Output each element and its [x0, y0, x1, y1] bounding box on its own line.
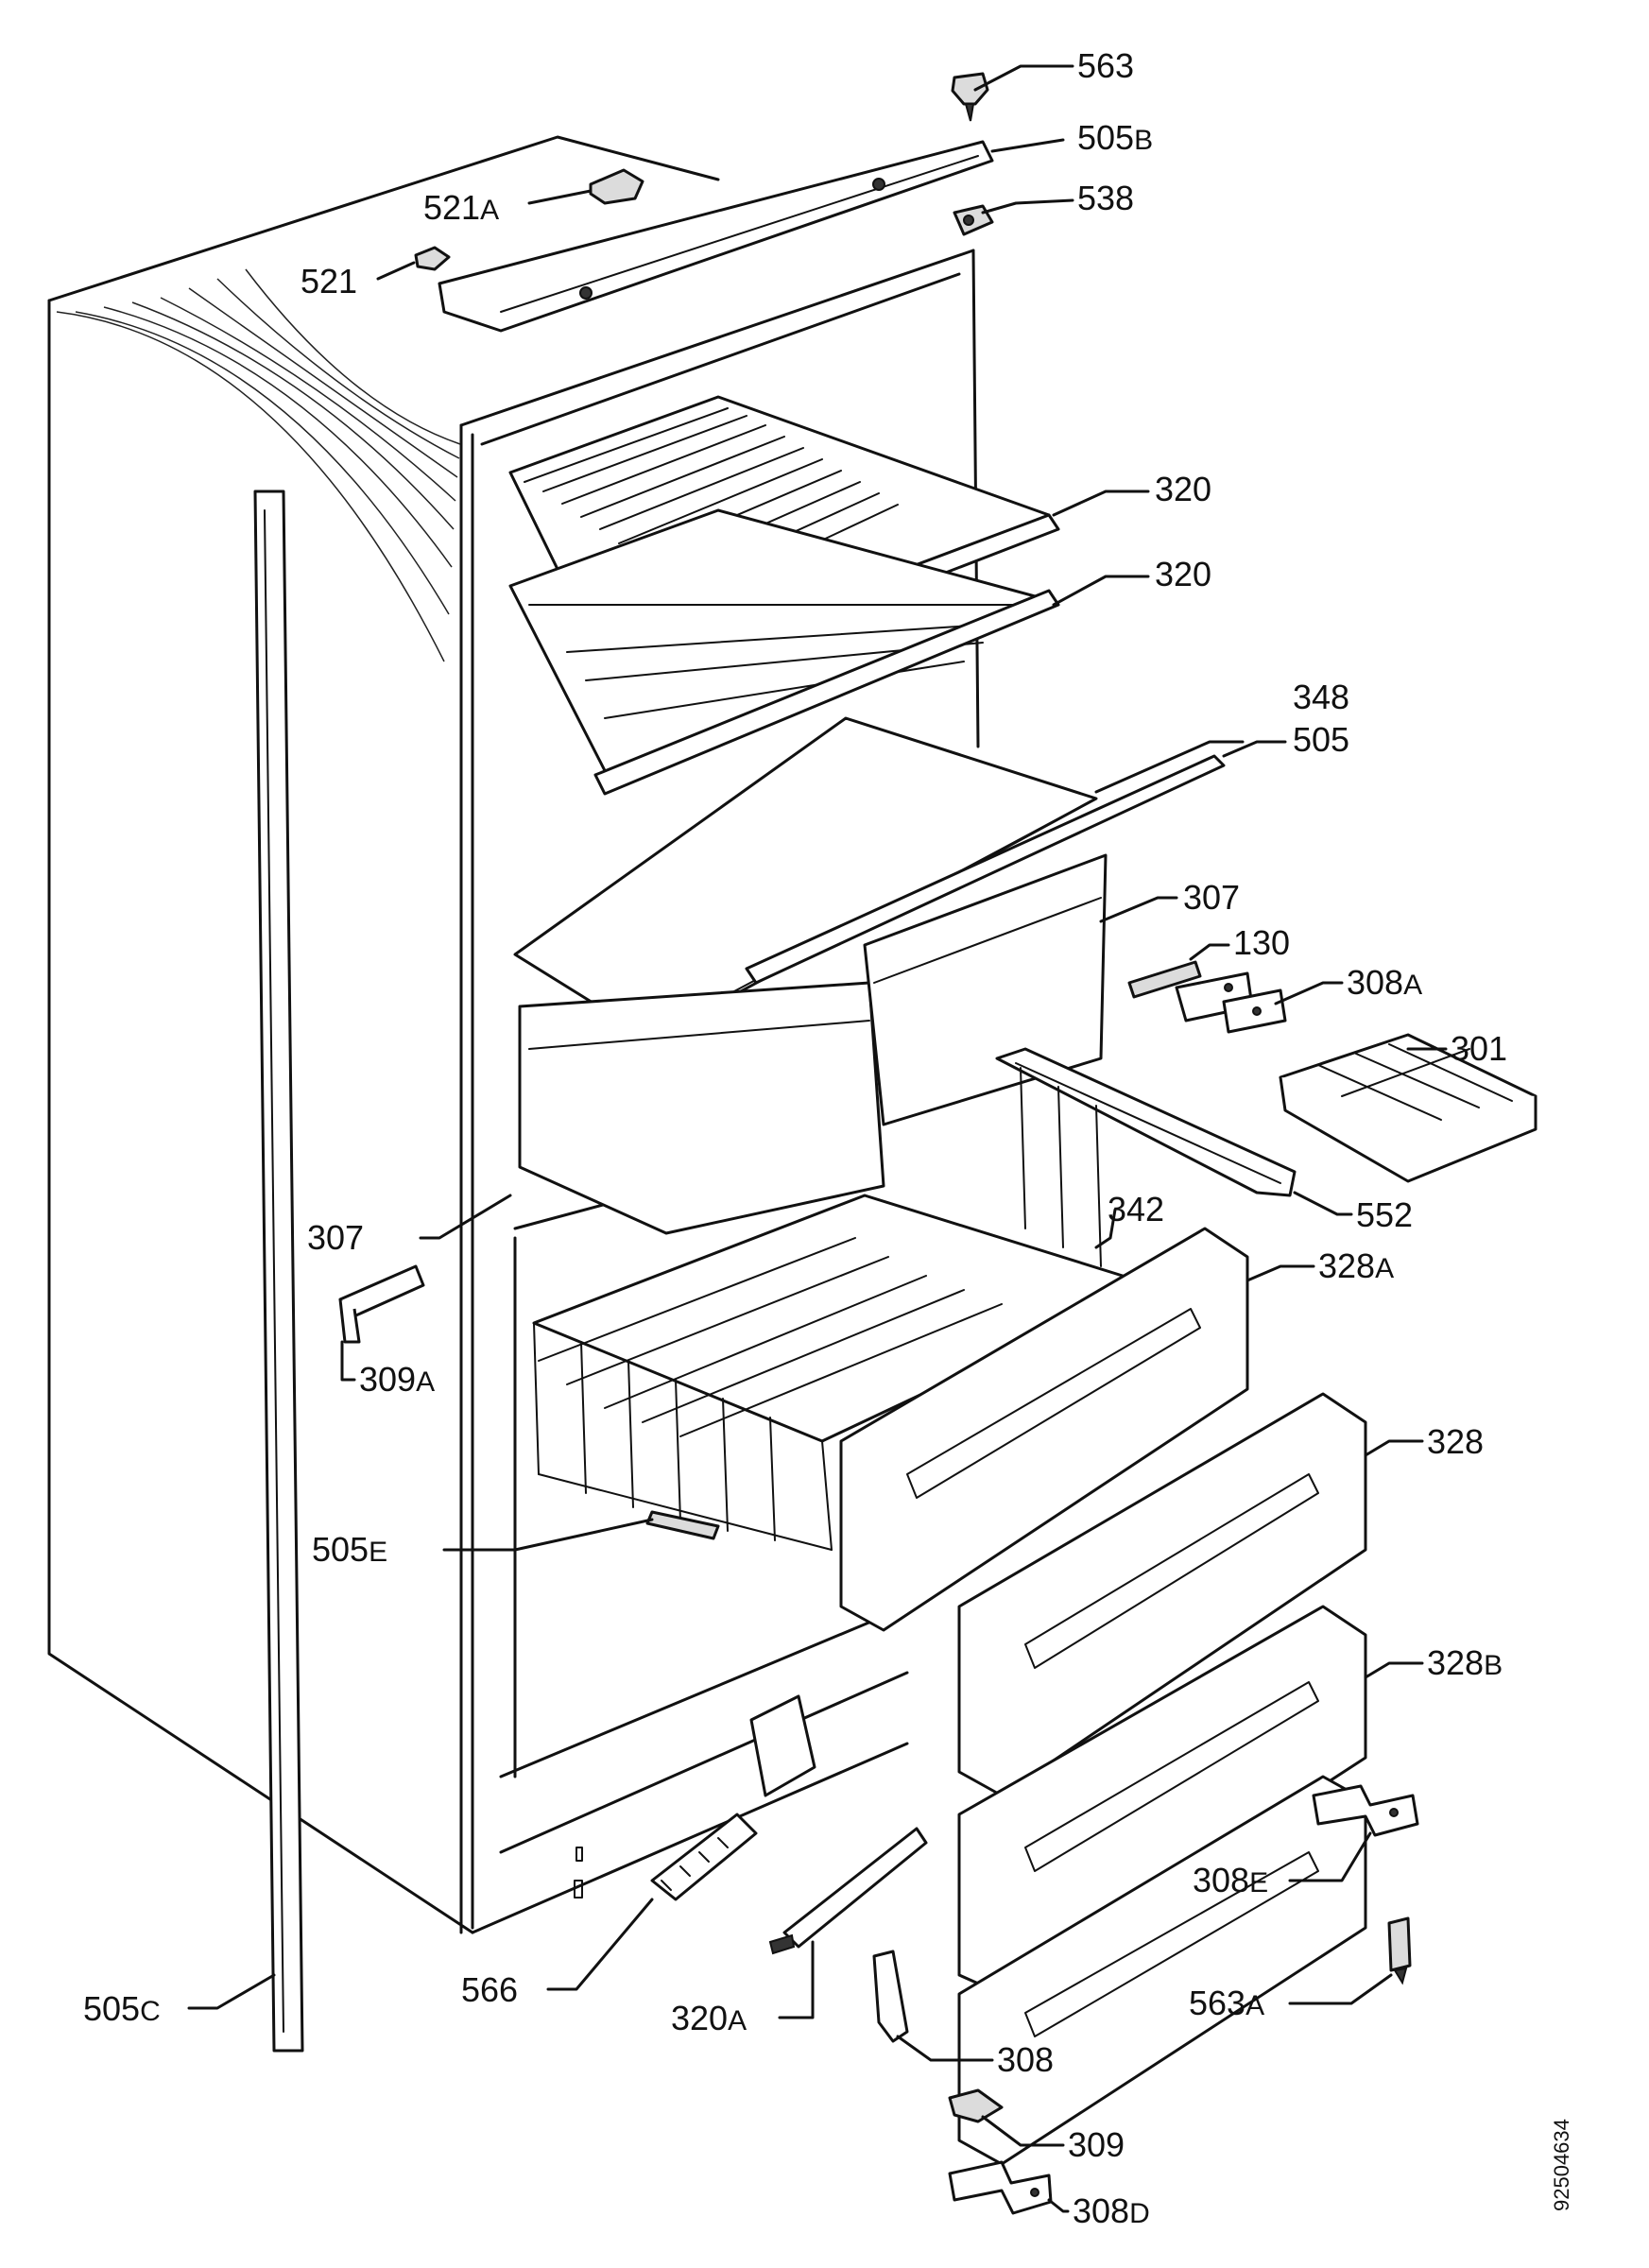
label-320-upper: 320 [1155, 470, 1211, 508]
label-309a: 309A [359, 1360, 435, 1399]
label-566: 566 [461, 1970, 518, 2009]
label-130: 130 [1233, 923, 1290, 962]
label-328a: 328A [1318, 1246, 1394, 1285]
label-308e: 308E [1193, 1861, 1268, 1899]
label-307-right: 307 [1183, 878, 1240, 917]
label-521a: 521A [423, 188, 499, 227]
drawer-front-328 [957, 1392, 1367, 1797]
label-563a: 563A [1189, 1984, 1264, 2022]
rail-320a [768, 1827, 928, 1955]
drawer-front-328b [957, 1605, 1367, 2166]
label-308: 308 [997, 2040, 1054, 2079]
label-308d: 308D [1073, 2191, 1150, 2230]
drawer-front-328a [839, 1227, 1249, 1632]
wire-basket-342 [532, 1067, 1155, 1551]
handle-566 [650, 1694, 816, 1901]
label-328b: 328B [1427, 1643, 1503, 1682]
label-505c: 505C [83, 1989, 161, 2028]
frame-552 [995, 1047, 1297, 1197]
clip-309a [338, 1264, 425, 1344]
label-505b: 505B [1077, 118, 1153, 157]
hinge-pin-563 [951, 72, 989, 122]
rail-505e [645, 1510, 720, 1540]
cap-521 [414, 246, 451, 271]
label-521: 521 [301, 262, 357, 301]
label-563: 563 [1077, 46, 1134, 85]
label-307-left: 307 [307, 1218, 364, 1257]
rail-505 [745, 754, 1226, 985]
part-labels: 563 505B 538 521A 521 320 320 348 505 30… [83, 46, 1507, 2230]
label-320a: 320A [671, 1999, 747, 2037]
drawer-307-left [518, 981, 885, 1235]
wire-shelf-320-lower [508, 508, 1060, 796]
hinge-308d [948, 2160, 1053, 2215]
label-538: 538 [1077, 179, 1134, 217]
label-320-lower: 320 [1155, 555, 1211, 593]
label-505: 505 [1293, 720, 1349, 759]
cap-521a [589, 168, 644, 205]
hinge-308e [1312, 1784, 1419, 1837]
top-rail-505b [438, 140, 994, 333]
document-number: 92504634 [1550, 2119, 1573, 2211]
label-308a: 308A [1347, 963, 1422, 1002]
leader-lines [187, 64, 1448, 2213]
label-309: 309 [1068, 2125, 1125, 2164]
label-301: 301 [1451, 1029, 1507, 1068]
label-552: 552 [1356, 1195, 1413, 1234]
bracket-308 [872, 1950, 909, 2043]
cabinet-body [47, 135, 980, 2053]
label-328: 328 [1427, 1422, 1484, 1461]
hinge-308a [1175, 971, 1287, 1034]
label-505e: 505E [312, 1530, 387, 1569]
label-348: 348 [1293, 678, 1349, 716]
ice-tray-301 [1279, 1033, 1537, 1183]
label-342: 342 [1108, 1190, 1164, 1228]
cap-309 [948, 2088, 1004, 2123]
pin-563a [1387, 1916, 1412, 1985]
strip-130 [1127, 960, 1202, 999]
